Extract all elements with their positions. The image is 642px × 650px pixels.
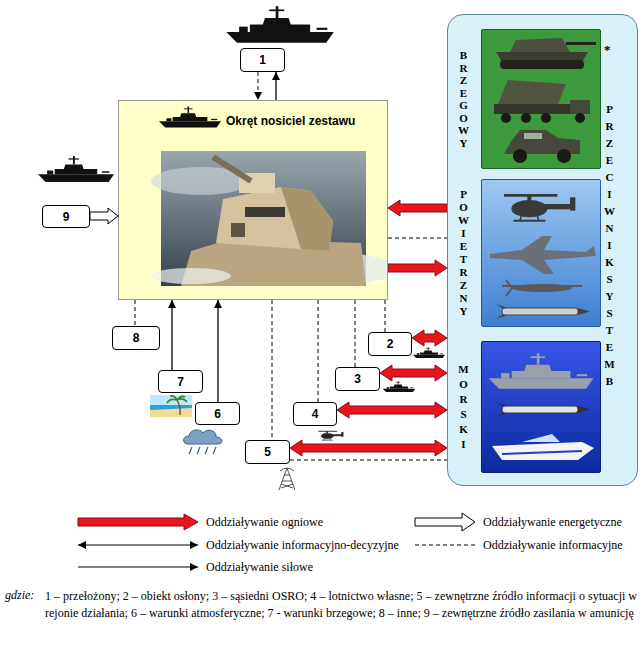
node-text: 6 [214, 407, 221, 421]
aircraft [482, 180, 600, 326]
info-line [272, 300, 273, 440]
naval-forces-box [481, 341, 601, 473]
number-box: 3 [335, 367, 380, 391]
node-text: MORSKI [458, 362, 469, 452]
fire-arrow [388, 260, 447, 276]
fire-arrow [380, 365, 447, 381]
ship-icon [226, 6, 334, 43]
air-forces-box [481, 179, 601, 327]
force-arrow [275, 72, 276, 100]
node-text: 5 [264, 445, 271, 459]
key-heading: gdzie: [5, 588, 34, 603]
node-text: BRZEGOWY [458, 49, 469, 149]
beach-icon [150, 395, 192, 417]
decision-arrow-sample [78, 544, 198, 545]
footnote-mark: * [604, 42, 611, 58]
number-box: 5 [245, 440, 290, 464]
legend-entry: Oddziaływanie siłowe [206, 560, 313, 575]
ground-vehicles [482, 30, 600, 168]
node-text: 9 [63, 210, 70, 224]
ship-icon [38, 156, 114, 182]
enemy-system-panel: PRZECIWNIK SYSTEM B BRZEGOWY POWIETRZNY … [447, 14, 638, 486]
number-box: 9 [42, 205, 90, 228]
force-arrow [217, 300, 218, 402]
cloud-icon [184, 430, 222, 454]
ship-icon [413, 347, 445, 358]
info-line [385, 300, 386, 332]
legend-entry: Oddziaływanie energetyczne [483, 515, 622, 530]
legend-text: Oddziaływanie energetyczne [483, 515, 622, 530]
air-group: POWIETRZNY [456, 179, 603, 327]
helicopter-icon [318, 431, 343, 440]
number-box: 4 [293, 402, 337, 426]
legend-entry: Oddziaływanie informacyjne [483, 538, 623, 553]
legend-text: Oddziaływanie siłowe [206, 560, 313, 575]
number-box: 8 [112, 326, 160, 350]
legend-text: Oddziaływanie ogniowe [206, 515, 323, 530]
node-text: 8 [133, 331, 140, 345]
antenna-icon [279, 468, 295, 490]
node-text: 4 [312, 407, 319, 421]
info-line [258, 72, 259, 100]
node-text: 3 [354, 372, 361, 386]
number-box: 6 [195, 402, 240, 425]
node-text: 1 [259, 53, 266, 67]
fire-arrow [290, 440, 447, 456]
number-box: 7 [158, 370, 203, 393]
naval-units [482, 342, 600, 472]
info-line [355, 300, 356, 367]
fire-arrow [388, 200, 447, 216]
ship-icon [383, 381, 416, 392]
legend-entry: Oddziaływanie ogniowe [206, 515, 323, 530]
number-box: 2 [368, 332, 412, 356]
fire-arrow-sample [78, 514, 198, 530]
sea-group: MORSKI [456, 341, 603, 473]
info-line [388, 238, 447, 239]
info-line [135, 300, 136, 326]
legend-text: Oddziaływanie informacyjne [483, 538, 623, 553]
node-text: POWIETRZNY [458, 188, 469, 318]
info-line [290, 460, 447, 461]
info-line-sample [415, 545, 475, 546]
force-arrow-sample [78, 566, 198, 567]
fire-arrow [337, 402, 447, 418]
key-heading: gdzie: [5, 588, 34, 603]
node-text: Okręt nosiciel zestawu [226, 114, 355, 128]
energy-arrow [90, 208, 118, 224]
energy-arrow-sample [415, 513, 475, 531]
ground-group: BRZEGOWY [456, 29, 603, 169]
ground-forces-box [481, 29, 601, 169]
node-text: 7 [177, 375, 184, 389]
node-text: PRZECIWNIK SYSTEM B [604, 101, 615, 390]
node-text: 2 [387, 337, 394, 351]
key-text: 1 – przełożony; 2 – obiekt osłony; 3 – s… [45, 588, 637, 622]
legend-text: Oddziaływanie informacyjno-decyzyjne [206, 538, 399, 553]
legend-entry: Oddziaływanie informacyjno-decyzyjne [206, 538, 399, 553]
force-arrow [171, 300, 172, 370]
footnote-mark: * [604, 42, 611, 58]
info-line [318, 300, 319, 402]
carrier-ship-box: Okręt nosiciel zestawu [118, 100, 388, 300]
number-box: 1 [240, 48, 285, 72]
ship-photo [119, 101, 387, 299]
key-text: 1 – przełożony; 2 – obiekt osłony; 3 – s… [45, 588, 637, 622]
fire-arrow [412, 330, 447, 346]
